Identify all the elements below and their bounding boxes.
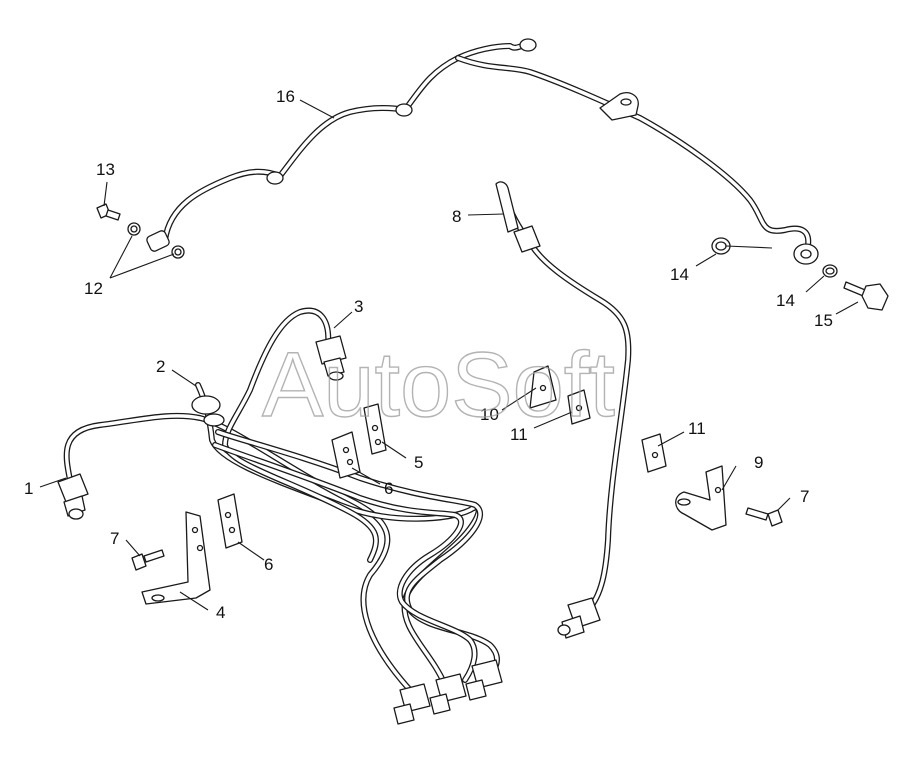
callout-1: 1 [24, 479, 33, 498]
injection-pipe-1 [63, 412, 413, 693]
callout-3: 3 [354, 297, 363, 316]
pipe-joint [395, 103, 413, 117]
callout-12: 12 [84, 279, 103, 298]
pipe-nut-3 [315, 335, 347, 381]
bracket-9 [675, 465, 727, 531]
clamps-brackets [131, 365, 783, 605]
callout-10: 10 [480, 405, 499, 424]
bolt-7-right [745, 507, 783, 527]
bolt-13 [96, 203, 121, 221]
callout-2: 2 [156, 357, 165, 376]
bolt-7-left [131, 549, 165, 571]
bracket-hole [620, 98, 632, 106]
pipe-end [519, 38, 537, 52]
bracket-4 [141, 511, 211, 605]
pipe-nut-1 [57, 473, 89, 520]
callout-11-left: 11 [510, 425, 528, 444]
callout-8: 8 [452, 207, 461, 226]
bracket-tab [599, 92, 639, 121]
fittings [57, 181, 601, 725]
return-line-16 [162, 41, 812, 248]
callout-16: 16 [276, 87, 295, 106]
watermark: AutoSoft [262, 334, 615, 436]
callout-7-left: 7 [110, 529, 119, 548]
callout-15: 15 [814, 311, 833, 330]
return-line-parts [96, 38, 889, 311]
callout-14-left: 14 [670, 265, 689, 284]
washers-14 [711, 237, 838, 278]
clamp-5 [363, 403, 387, 455]
callout-5: 5 [414, 453, 423, 472]
callout-labels: 1 2 3 4 5 6 6 7 7 8 9 10 11 11 12 13 14 … [24, 87, 833, 622]
pipe-joint [266, 171, 284, 185]
callout-14-right: 14 [776, 291, 795, 310]
leader-lines [39, 99, 859, 611]
injection-pipe-3 [212, 307, 500, 683]
pipe-nut-8 [495, 181, 541, 253]
pipe-nut-8-bottom [557, 597, 601, 639]
callout-9: 9 [754, 453, 763, 472]
bolt-15 [843, 281, 889, 311]
bottom-nuts [393, 659, 503, 725]
callout-4: 4 [216, 603, 225, 622]
clamp-11-left [567, 389, 591, 425]
callout-6-upper: 6 [384, 479, 393, 498]
pipe-nut-2 [191, 395, 225, 427]
callout-7-right: 7 [800, 487, 809, 506]
callout-13: 13 [96, 160, 115, 179]
callout-11-right: 11 [688, 419, 706, 438]
banjo-fitting-left [146, 230, 170, 252]
clamp-6-lower [217, 493, 243, 549]
washers-12 [127, 222, 185, 259]
clamp-10 [529, 365, 557, 409]
callout-6-lower: 6 [264, 555, 273, 574]
clamp-11-right [641, 433, 667, 473]
